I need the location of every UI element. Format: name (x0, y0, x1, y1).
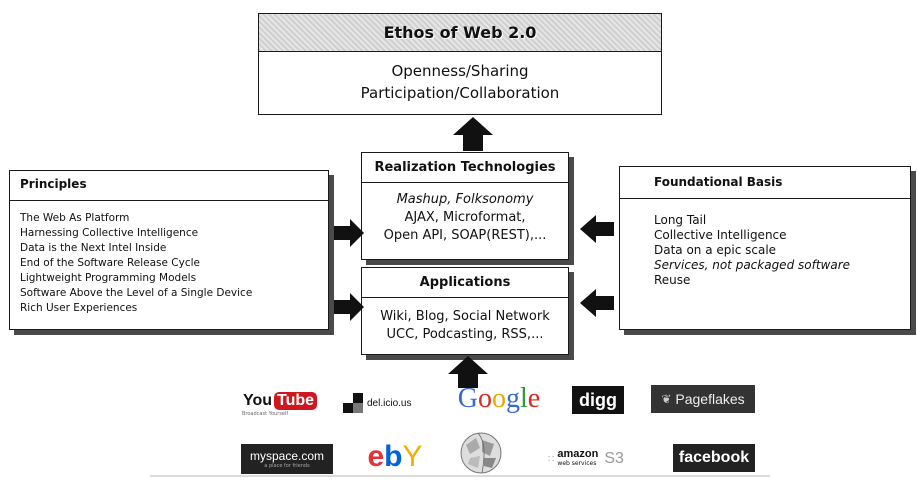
foundational-list: Long Tail Collective Intelligence Data o… (620, 199, 910, 288)
pageflakes-logo: ❦ Pageflakes (651, 385, 755, 413)
principles-title: Principles (20, 177, 87, 191)
left-arrow-foundational-to-realization (580, 215, 614, 243)
principles-item: Lightweight Programming Models (20, 272, 197, 284)
foundational-title: Foundational Basis (654, 175, 783, 189)
principles-title-bar: Principles (10, 171, 328, 201)
realization-body: Mashup, Folksonomy AJAX, Microformat, Op… (362, 183, 568, 245)
right-arrow-principles-to-realization (334, 219, 364, 247)
youtube-logo: You Tube Broadcast Yourself (240, 386, 320, 417)
amazon-sub: web services (557, 460, 597, 467)
myspace-wordmark: myspace.com (249, 449, 325, 463)
ethos-box: Ethos of Web 2.0 Openness/Sharing Partic… (258, 13, 662, 115)
youtube-tube: Tube (274, 392, 318, 410)
principles-list: The Web As Platform Harnessing Collectiv… (10, 201, 328, 316)
google-letter-o1: o (478, 383, 492, 414)
realization-line-2: AJAX, Microformat, (404, 210, 526, 225)
applications-title: Applications (419, 275, 511, 290)
google-letter-e: e (527, 383, 541, 414)
delicious-logo: del.icio.us (343, 390, 425, 416)
principles-item: Data is the Next Intel Inside (20, 242, 167, 254)
foundational-item: Long Tail (654, 213, 707, 227)
left-arrow-foundational-to-applications (580, 289, 614, 317)
ebay-letter-y: Y (402, 440, 423, 473)
ethos-line-openness: Openness/Sharing (391, 62, 529, 80)
principles-item: Rich User Experiences (20, 302, 138, 314)
foundational-box: Foundational Basis Long Tail Collective … (619, 166, 911, 330)
applications-title-bar: Applications (362, 268, 568, 298)
realization-title: Realization Technologies (374, 160, 556, 175)
applications-body: Wiki, Blog, Social Network UCC, Podcasti… (362, 298, 568, 344)
applications-line-2: UCC, Podcasting, RSS,... (386, 327, 544, 342)
amazon-s3-logo: ∷ amazon web services S3 (536, 444, 636, 474)
amazon-s3-label: S3 (604, 450, 624, 467)
ethos-body: Openness/Sharing Participation/Collabora… (259, 52, 661, 104)
myspace-logo: myspace.com a place for friends (241, 444, 333, 474)
ebay-letter-b: b (384, 440, 403, 473)
applications-line-1: Wiki, Blog, Social Network (380, 309, 550, 324)
foundational-item: Data on a epic scale (654, 243, 777, 257)
realization-title-bar: Realization Technologies (362, 153, 568, 183)
principles-item: The Web As Platform (20, 212, 130, 224)
delicious-wordmark: del.icio.us (367, 397, 412, 409)
principles-item: End of the Software Release Cycle (20, 257, 201, 269)
foundational-title-bar: Foundational Basis (620, 167, 910, 199)
realization-line-1: Mashup, Folksonomy (396, 192, 534, 207)
foundational-item: Services, not packaged software (654, 258, 851, 272)
google-letter-l: l (520, 383, 528, 414)
digg-wordmark: digg (579, 389, 617, 410)
principles-item: Software Above the Level of a Single Dev… (20, 287, 253, 299)
right-arrow-principles-to-applications (334, 293, 364, 321)
realization-box: Realization Technologies Mashup, Folkson… (361, 152, 569, 260)
ebay-letter-e: e (367, 440, 385, 473)
applications-box: Applications Wiki, Blog, Social Network … (361, 267, 569, 355)
google-letter-g2: g (506, 383, 520, 414)
logo-baseline (150, 475, 770, 477)
youtube-you: You (242, 392, 272, 409)
wikipedia-globe-logo (460, 432, 502, 474)
pageflakes-wordmark: Pageflakes (675, 391, 745, 407)
facebook-logo: facebook (673, 444, 755, 472)
realization-line-3: Open API, SOAP(REST),... (383, 228, 547, 243)
google-letter-g: G (457, 383, 478, 414)
digg-logo: digg (572, 386, 624, 414)
principles-box: Principles The Web As Platform Harnessin… (9, 170, 329, 330)
foundational-item: Collective Intelligence (654, 228, 787, 242)
myspace-tagline: a place for friends (264, 463, 310, 469)
ethos-line-participation: Participation/Collaboration (360, 84, 560, 102)
google-logo: G o o g l e (449, 380, 549, 418)
amazon-icon: ∷ (548, 453, 555, 465)
google-letter-o2: o (492, 383, 506, 414)
principles-item: Harnessing Collective Intelligence (20, 227, 199, 239)
youtube-tagline: Broadcast Yourself (242, 411, 289, 417)
pageflakes-icon: ❦ (661, 392, 672, 406)
ethos-title: Ethos of Web 2.0 (383, 23, 537, 42)
foundational-item: Reuse (654, 273, 691, 287)
facebook-wordmark: facebook (678, 449, 750, 466)
ebay-logo: e b Y (350, 440, 440, 474)
ethos-title-bar: Ethos of Web 2.0 (259, 14, 661, 52)
up-arrow-logos-to-applications (448, 356, 488, 388)
delicious-icon (343, 393, 363, 413)
up-arrow-to-ethos (453, 117, 493, 151)
amazon-wordmark: amazon (557, 448, 599, 460)
